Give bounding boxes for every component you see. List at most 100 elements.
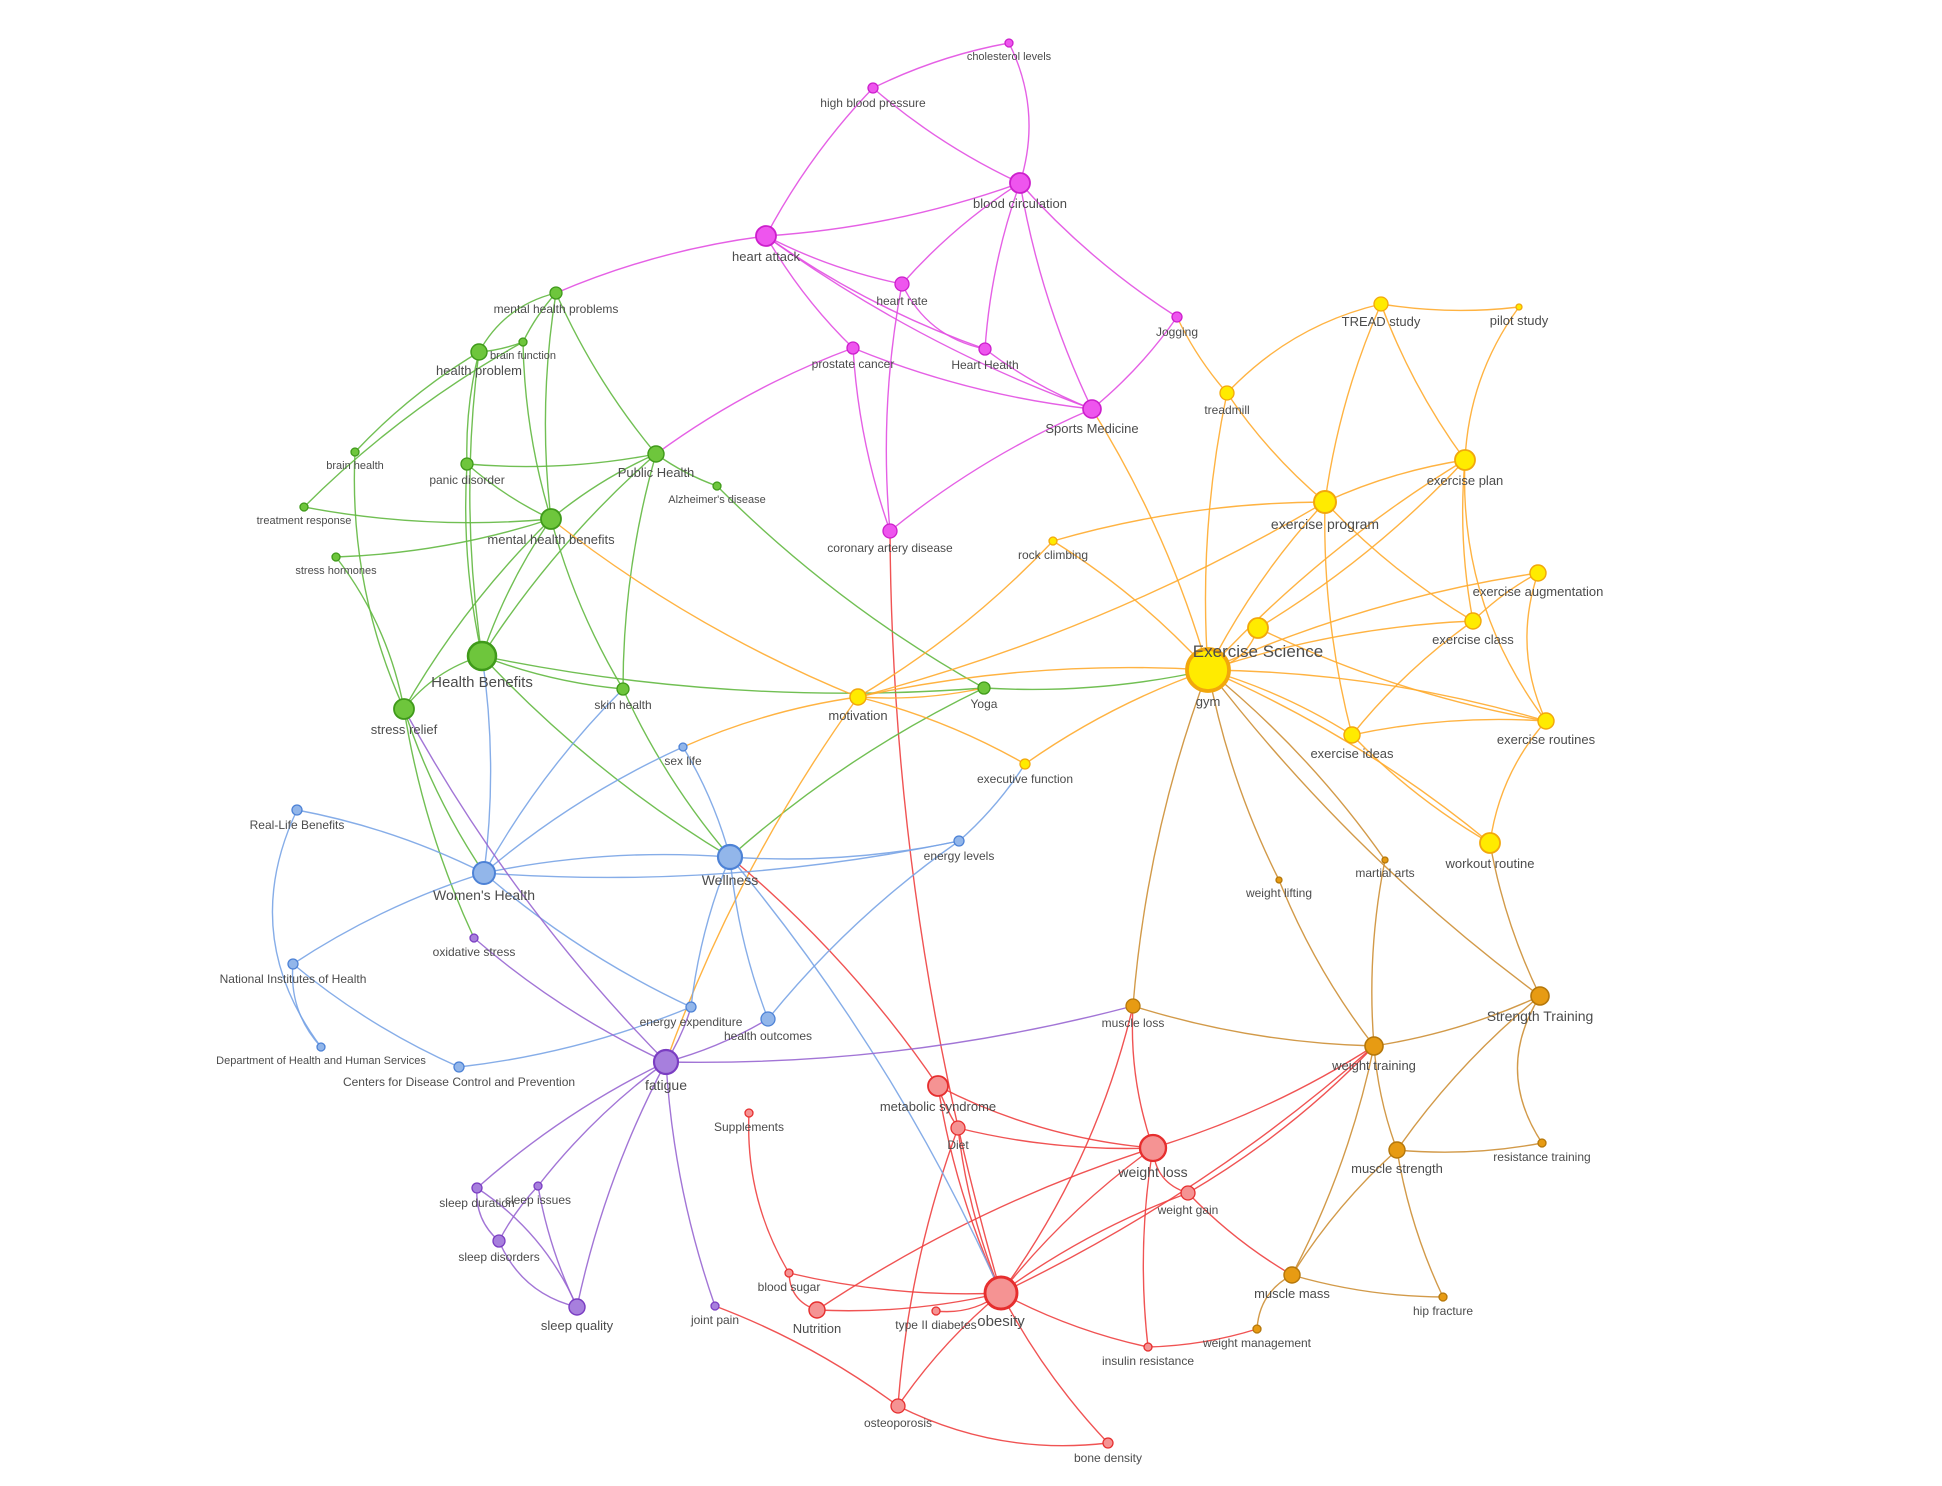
- node-sdis[interactable]: [492, 1234, 506, 1248]
- node-alz[interactable]: [712, 481, 722, 491]
- node-obes[interactable]: [983, 1275, 1019, 1311]
- node-erout[interactable]: [1537, 712, 1555, 730]
- node-wlift[interactable]: [1275, 876, 1283, 884]
- node-exec[interactable]: [1019, 758, 1031, 770]
- node-sm[interactable]: [1082, 399, 1102, 419]
- node-strt[interactable]: [1530, 986, 1550, 1006]
- node-skin[interactable]: [616, 682, 630, 696]
- node-hipf[interactable]: [1438, 1292, 1448, 1302]
- node-squal[interactable]: [568, 1298, 586, 1316]
- node-nutr[interactable]: [808, 1301, 826, 1319]
- edge-mhp-pubh: [555, 292, 657, 455]
- node-supp[interactable]: [744, 1108, 754, 1118]
- edge-mhp-hprob: [478, 292, 557, 353]
- node-exsci[interactable]: [1247, 617, 1269, 639]
- node-gym[interactable]: [1185, 647, 1231, 693]
- node-dhhs[interactable]: [316, 1042, 326, 1052]
- edge-pubh-hben: [481, 453, 657, 657]
- node-well[interactable]: [716, 843, 744, 871]
- node-sdur[interactable]: [471, 1182, 483, 1194]
- edge-nutr-obes: [816, 1292, 1002, 1312]
- edge-cad-obes: [889, 530, 1002, 1294]
- node-bhealth[interactable]: [350, 447, 360, 457]
- edge-eaug-erout: [1526, 572, 1547, 722]
- node-eprog[interactable]: [1313, 490, 1337, 514]
- node-wgain[interactable]: [1180, 1185, 1196, 1201]
- node-tread[interactable]: [1219, 385, 1235, 401]
- node-pros[interactable]: [846, 341, 860, 355]
- node-wtrain[interactable]: [1364, 1036, 1384, 1056]
- edge-gym-mot: [857, 666, 1209, 698]
- node-label-mhb: mental health benefits: [487, 532, 615, 547]
- node-fat[interactable]: [652, 1048, 680, 1076]
- edge-mmass-hipf: [1291, 1274, 1444, 1298]
- node-wh[interactable]: [472, 861, 496, 885]
- node-rock[interactable]: [1048, 536, 1058, 546]
- node-cad[interactable]: [882, 523, 898, 539]
- node-eclass[interactable]: [1464, 612, 1482, 630]
- node-shorm[interactable]: [331, 552, 341, 562]
- node-eideas[interactable]: [1343, 726, 1361, 744]
- node-bdens[interactable]: [1102, 1437, 1114, 1449]
- node-label-skin: skin health: [594, 698, 651, 712]
- node-wloss[interactable]: [1138, 1133, 1168, 1163]
- node-label-circ: blood circulation: [973, 196, 1067, 211]
- edge-eprog-rock: [1052, 501, 1326, 542]
- node-eplan[interactable]: [1454, 449, 1476, 471]
- node-label-tread: treadmill: [1204, 403, 1249, 417]
- node-jpain[interactable]: [710, 1301, 720, 1311]
- node-circ[interactable]: [1009, 172, 1031, 194]
- node-hout[interactable]: [760, 1011, 776, 1027]
- node-mloss[interactable]: [1125, 998, 1141, 1014]
- node-yoga[interactable]: [977, 681, 991, 695]
- node-wrout[interactable]: [1479, 832, 1501, 854]
- node-elev[interactable]: [953, 835, 965, 847]
- node-panic[interactable]: [460, 457, 474, 471]
- node-hben[interactable]: [466, 640, 498, 672]
- node-oxs[interactable]: [469, 933, 479, 943]
- node-met[interactable]: [927, 1075, 949, 1097]
- node-mhp[interactable]: [549, 286, 563, 300]
- node-chol[interactable]: [1004, 38, 1014, 48]
- node-pilot[interactable]: [1515, 303, 1523, 311]
- edge-pubh-skin: [622, 453, 657, 690]
- node-label-hh: Heart Health: [951, 358, 1018, 372]
- node-pubh[interactable]: [647, 445, 665, 463]
- node-cdc[interactable]: [453, 1061, 465, 1073]
- node-t2d[interactable]: [931, 1306, 941, 1316]
- node-tresp[interactable]: [299, 502, 309, 512]
- node-hh[interactable]: [978, 342, 992, 356]
- node-mstr[interactable]: [1388, 1141, 1406, 1159]
- edge-diet-obes: [957, 1127, 1002, 1294]
- edge-hatk-sm: [765, 235, 1093, 410]
- node-wmgmt[interactable]: [1252, 1324, 1262, 1334]
- node-marts[interactable]: [1381, 856, 1389, 864]
- node-sexl[interactable]: [678, 742, 688, 752]
- node-tstudy[interactable]: [1373, 296, 1389, 312]
- node-hrate[interactable]: [894, 276, 910, 292]
- node-label-srel: stress relief: [371, 722, 438, 737]
- node-ost[interactable]: [890, 1398, 906, 1414]
- node-siss[interactable]: [533, 1181, 543, 1191]
- node-rlb[interactable]: [291, 804, 303, 816]
- edge-mstr-hipf: [1396, 1149, 1444, 1298]
- nodes-layer: [287, 38, 1555, 1449]
- node-insr[interactable]: [1143, 1342, 1153, 1352]
- node-label-cad: coronary artery disease: [827, 541, 953, 555]
- node-bsug[interactable]: [784, 1268, 794, 1278]
- node-eexp[interactable]: [685, 1001, 697, 1013]
- node-eaug[interactable]: [1529, 564, 1547, 582]
- node-hbp[interactable]: [867, 82, 879, 94]
- node-jog[interactable]: [1171, 311, 1183, 323]
- node-diet[interactable]: [950, 1120, 966, 1136]
- node-mot[interactable]: [849, 688, 867, 706]
- node-srel[interactable]: [393, 698, 415, 720]
- node-hatk[interactable]: [755, 225, 777, 247]
- node-mmass[interactable]: [1283, 1266, 1301, 1284]
- node-nih[interactable]: [287, 958, 299, 970]
- node-mhb[interactable]: [540, 508, 562, 530]
- node-hprob[interactable]: [470, 343, 488, 361]
- node-rtrain[interactable]: [1537, 1138, 1547, 1148]
- node-bfunc[interactable]: [518, 337, 528, 347]
